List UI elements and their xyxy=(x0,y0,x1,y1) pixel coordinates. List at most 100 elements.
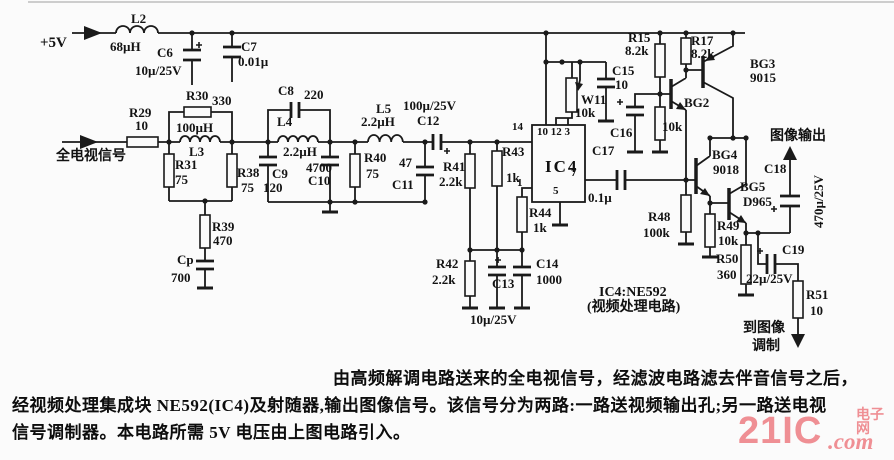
label-bg3-val: 9015 xyxy=(750,70,776,85)
label-c9-ref: C9 xyxy=(272,166,288,181)
label-r30-val: 330 xyxy=(212,93,232,108)
label-c19-ref: C19 xyxy=(782,242,805,257)
label-c13-val: 10µ/25V xyxy=(470,312,517,327)
res-r38 xyxy=(226,153,238,188)
ic4-pins-top: 10 12 3 xyxy=(537,126,570,138)
to-modulator-label-2: 调制 xyxy=(752,339,780,354)
signal-input-arrow xyxy=(80,135,98,149)
label-l5-ref: L5 xyxy=(376,101,392,116)
res-r42 xyxy=(464,260,476,297)
label-r42-val: 2.2k xyxy=(432,272,456,287)
junction-dots xyxy=(166,30,761,253)
label-r50-ref: R50 xyxy=(716,251,739,266)
label-r40-ref: R40 xyxy=(364,150,387,165)
label-bg2-emitter-res: 10k xyxy=(662,119,683,134)
inductors xyxy=(115,25,404,143)
coil-l5 xyxy=(367,134,404,143)
watermark-suffix: .com xyxy=(828,429,874,454)
label-r48-val: 100k xyxy=(643,225,670,240)
res-r29 xyxy=(126,136,159,148)
watermark-cn: 电子网 xyxy=(856,406,884,436)
coil-l4 xyxy=(277,135,319,143)
label-r31-val: 75 xyxy=(175,172,188,187)
polarity-marks xyxy=(196,42,777,263)
label-c14-ref: C14 xyxy=(536,256,559,271)
label-r40-val: 75 xyxy=(366,166,379,181)
label-c18-val: 470µ/25V xyxy=(811,175,826,228)
label-r49-val: 10k xyxy=(718,233,739,248)
label-r17-ref: R17 xyxy=(691,33,714,48)
res-r30 xyxy=(183,106,212,118)
res-bg2-emitter-10k xyxy=(654,106,666,141)
label-l2-val: 68µH xyxy=(110,39,141,54)
label-r17-val: 8.2k xyxy=(691,46,715,61)
to-modulator-label-1: 到图像 xyxy=(743,321,785,336)
label-r43-val: 1k xyxy=(506,170,520,185)
label-r51-val: 10 xyxy=(810,303,823,318)
res-r39 xyxy=(199,214,211,249)
ic4-box xyxy=(531,124,586,203)
label-c11-val: 47 xyxy=(399,155,412,170)
ic4-pin-14: 14 xyxy=(512,121,523,133)
ground-bars xyxy=(197,119,754,310)
ic4-pin-5: 5 xyxy=(553,185,559,197)
label-c12-val: 100µ/25V xyxy=(403,98,456,113)
label-l3-val: 100µH xyxy=(176,120,214,135)
ic4-note-line2: (视频处理电路) xyxy=(587,300,681,315)
ic4-pin-1: 1 xyxy=(517,177,523,189)
label-c8-val: 220 xyxy=(304,87,324,102)
res-r51 xyxy=(792,280,804,319)
res-r17 xyxy=(680,37,692,65)
label-r38-val: 75 xyxy=(241,180,254,195)
label-r49-ref: R49 xyxy=(717,218,740,233)
label-c7-ref: C7 xyxy=(241,39,257,54)
label-c19-val: 22µ/25V xyxy=(746,271,793,286)
label-r29-ref: R29 xyxy=(129,105,152,120)
bg2-emitter-arrow xyxy=(676,102,686,110)
label-c11-ref: C11 xyxy=(392,177,414,192)
label-bg5-val: D965 xyxy=(743,194,772,209)
label-cp-ref: Cp xyxy=(177,252,194,267)
label-r39-ref: R39 xyxy=(212,219,235,234)
label-c12-ref: C12 xyxy=(417,113,440,128)
label-l4-val: 2.2µH xyxy=(283,144,317,159)
label-bg4-val: 9018 xyxy=(713,162,739,177)
label-w11-ref: W11 xyxy=(581,92,607,107)
res-r44 xyxy=(516,196,528,233)
capacitor-plates xyxy=(183,45,800,277)
w11-wiper-arrow xyxy=(575,82,583,91)
label-bg4-ref: BG4 xyxy=(712,147,738,162)
bg5-emitter-arrow xyxy=(736,215,746,223)
label-r43-ref: R43 xyxy=(502,144,525,159)
res-r15 xyxy=(654,43,666,78)
watermark: 21IC .com 电子网 xyxy=(738,404,894,460)
arrows xyxy=(80,26,805,348)
label-r42-ref: R42 xyxy=(436,256,459,271)
ic4-name: IC4 xyxy=(545,157,579,176)
label-l4-ref: L4 xyxy=(277,114,293,129)
transistor-bars xyxy=(669,56,731,220)
ic4-note-line1: IC4:NE592 xyxy=(599,285,667,300)
label-r50-val: 360 xyxy=(717,267,737,282)
to-modulator-arrow xyxy=(791,334,805,348)
res-r41 xyxy=(464,153,476,189)
label-l5-val: 2.2µH xyxy=(361,114,395,129)
label-l2-ref: L2 xyxy=(131,11,147,26)
label-r31-ref: R31 xyxy=(175,157,198,172)
coil-l2 xyxy=(115,25,159,34)
label-c14-val: 1000 xyxy=(536,272,562,287)
label-bg5-ref: BG5 xyxy=(740,179,766,194)
res-r40 xyxy=(349,153,361,188)
label-c17-val: 0.1µ xyxy=(588,190,612,205)
label-r39-val: 470 xyxy=(213,233,233,248)
label-c6-val: 10µ/25V xyxy=(135,63,182,78)
res-r50 xyxy=(740,244,752,285)
coil-l3 xyxy=(179,135,221,143)
res-r43 xyxy=(491,150,503,187)
label-l3-ref: L3 xyxy=(189,144,205,159)
label-w11-val: 10k xyxy=(575,105,596,120)
label-r15-val: 8.2k xyxy=(625,43,649,58)
label-r38-ref: R38 xyxy=(237,165,260,180)
power-input-arrow xyxy=(84,26,102,40)
